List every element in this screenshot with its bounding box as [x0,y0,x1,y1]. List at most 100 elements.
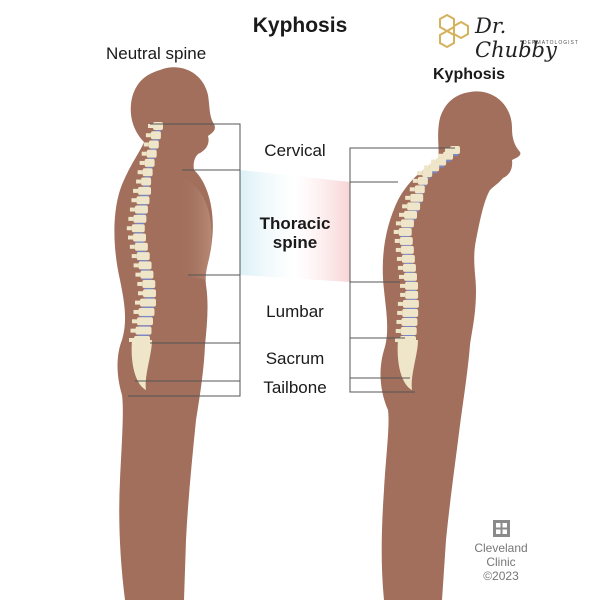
neutral-disc [143,185,150,188]
neutral-disc [155,130,161,132]
kyphosis-disc [403,325,416,328]
neutral-spinous-process [135,272,141,277]
logo-subtitle: DERMATOLOGIST [523,40,579,46]
kyphosis-spinous-process [397,301,403,306]
kyphosis-vertebra [399,236,413,245]
kyphosis-disc [404,307,417,310]
neutral-vertebra [133,214,147,223]
neutral-vertebra [148,140,159,149]
neutral-spinous-process [137,291,143,296]
neutral-spinous-process [131,198,137,203]
neutral-vertebra [150,131,161,140]
neutral-vertebra [136,196,150,205]
kyphosis-spinous-process [394,238,400,243]
neutral-disc [150,148,157,151]
region-label-thoracic-line1: Thoracic [259,214,331,233]
kyphosis-spinous-process [405,195,411,200]
kyphosis-vertebra [404,210,418,219]
kyphosis-spinous-process [396,256,402,261]
neutral-spine-label: Neutral spine [106,44,207,63]
neutral-spinous-process [126,226,132,231]
neutral-vertebra [146,149,157,158]
kyphosis-spinous-process [431,159,437,164]
neutral-disc [140,269,150,272]
neutral-vertebra [131,224,145,233]
kyphosis-vertebra [414,185,425,194]
neutral-spinous-process [128,235,134,240]
kyphosis-spinous-process [398,274,404,279]
kyphosis-disc [407,289,417,292]
kyphosis-vertebra [401,254,415,263]
neutral-spine [126,122,163,390]
kyphosis-vertebra [400,245,414,254]
neutral-vertebra [136,317,153,326]
neutral-spinous-process [131,254,137,259]
region-label-thoracic: Thoracic spine [240,214,350,252]
neutral-spinous-process [145,133,151,138]
neutral-vertebra [153,122,163,130]
neutral-disc [136,250,146,253]
neutral-disc [146,166,153,169]
kyphosis-spinous-process [412,178,418,183]
kyphosis-vertebra [436,157,447,166]
neutral-vertebra [140,270,154,279]
kyphosis-vertebra [402,299,419,308]
kyphosis-spinous-process [424,165,430,170]
kyphosis-disc [402,334,415,337]
neutral-disc [135,222,145,225]
kyphosis-vertebra [417,176,428,185]
thoracic-highlight-band [240,170,350,282]
logo-bee-icon [439,13,469,49]
neutral-spinous-process [133,263,139,268]
neutral-vertebra [144,158,155,167]
kyphosis-figure-label: Kyphosis [433,66,506,83]
neutral-disc [140,315,153,318]
neutral-vertebra [141,177,152,186]
neutral-disc [135,241,145,244]
neutral-disc [138,325,151,328]
kyphosis-bracket [349,147,455,393]
neutral-disc [144,287,154,290]
region-label-sacrum: Sacrum [265,349,325,368]
logo-wordmark: Dr. Chubby [475,14,557,62]
kyphosis-vertebra [400,326,417,335]
region-bracket-lines [128,123,455,397]
kyphosis-vertebra [407,202,421,211]
neutral-disc [142,278,152,281]
neutral-disc [136,213,146,216]
neutral-spinous-process [133,188,139,193]
kyphosis-vertebra [398,227,412,236]
neutral-spinous-process [137,170,143,175]
kyphosis-disc [431,171,438,174]
neutral-vertebra [135,326,152,335]
neutral-spinous-process [134,300,140,305]
kyphosis-spinous-process [397,310,403,315]
kyphosis-spinous-process [409,187,415,192]
neutral-spinous-process [139,160,145,165]
kyphosis-spinous-process [396,319,402,324]
kyphosis-disc [407,298,417,301]
neutral-disc [138,260,148,263]
kyphosis-vertebra [429,163,440,172]
kyphosis-vertebra [400,219,414,228]
kyphosis-spinous-process [395,247,401,252]
kyphosis-disc [404,316,417,319]
neutral-spinous-process [129,244,135,249]
neutral-vertebra [133,233,147,242]
neutral-disc [140,194,150,197]
neutral-disc [141,306,154,309]
kyphosis-spinous-process [402,204,408,209]
neutral-vertebra [138,186,152,195]
neutral-spinous-process [129,338,134,342]
kyphosis-spinous-process [395,328,401,333]
neutral-spinous-process [128,216,134,221]
kyphosis-disc [452,154,458,156]
region-label-lumbar: Lumbar [266,302,324,321]
cleveland-clinic-logo-icon [492,520,510,537]
credit-line-1: Cleveland [474,541,528,555]
kyphosis-vertebra [410,193,424,202]
neutral-spinous-process [129,207,135,212]
cleveland-clinic-credit: Cleveland Clinic ©2023 [466,520,536,583]
neutral-vertebra [138,307,155,316]
